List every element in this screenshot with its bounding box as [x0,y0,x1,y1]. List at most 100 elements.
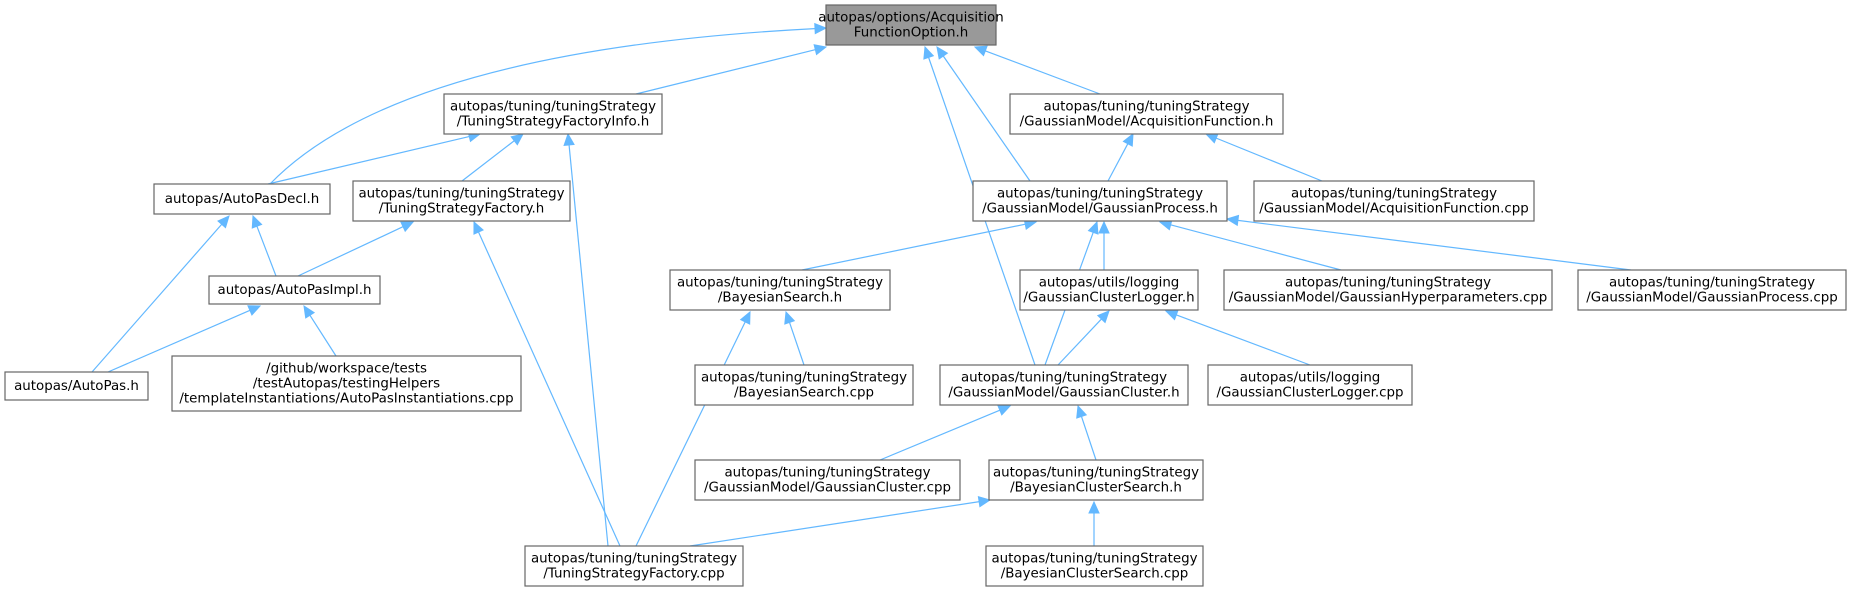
node-box [988,459,1204,501]
arrowhead [1076,404,1088,419]
node-label-line: autopas/tuning/tuningStrategy [1043,100,1249,115]
arrowhead [936,46,949,60]
edge-line [477,229,621,547]
arrowhead [739,310,751,325]
edge-line [635,48,818,95]
arrowhead [813,44,828,56]
node-label-line: /GaussianModel/GaussianProcess.cpp [1586,291,1838,306]
node-box [1253,180,1535,222]
edge-acq_fn_cpp-to-acq_fn_h [1204,132,1323,182]
node-ghp-cpp[interactable]: autopas/tuning/tuningStrategy/GaussianMo… [1223,269,1553,311]
node-label-line: autopas/AutoPasDecl.h [165,192,319,207]
edge-line [788,320,805,366]
node-bs-cpp[interactable]: autopas/tuning/tuningStrategy/BayesianSe… [694,364,914,406]
node-label-line: /GaussianClusterLogger.h [1023,291,1194,306]
node-label-line: autopas/tuning/tuningStrategy [993,466,1199,481]
arrowhead [923,45,935,60]
edge-ghp_cpp-to-gp_h [1158,219,1342,271]
node-label-line: autopas/AutoPasImpl.h [217,283,371,298]
edge-line [461,139,517,182]
arrowhead [1225,214,1240,227]
edge-gc_h-to-gcl_h [1057,310,1110,366]
node-gcl-cpp[interactable]: autopas/utils/logging/GaussianClusterLog… [1207,364,1413,406]
arrowhead [400,221,415,233]
arrowhead [563,132,575,147]
node-gc-h[interactable]: autopas/tuning/tuningStrategy/GaussianMo… [939,364,1189,406]
node-label-line: autopas/tuning/tuningStrategy [531,552,737,567]
node-label-line: autopas/tuning/tuningStrategy [1285,276,1491,291]
node-box [443,93,663,135]
edge-tsf_cpp-to-bcs_h [689,496,992,547]
edge-bs_h-to-gp_h [801,218,1038,271]
edge-acq_fn_h-to-acq_opt [973,45,1101,95]
edge-line [983,49,1101,95]
node-box [972,180,1228,222]
edge-tsf_cpp-to-bs_h [635,310,751,547]
edge-line [255,224,277,277]
node-box [1577,269,1847,311]
node-autopas-decl[interactable]: autopas/AutoPasDecl.h [153,183,331,215]
edge-bcs_h-to-gc_h [1076,404,1097,461]
edge-inst_cpp-to-autopas_impl [303,304,337,357]
arrowhead [1096,310,1110,324]
node-label-line: /GaussianModel/AcquisitionFunction.cpp [1259,202,1529,217]
node-autopas-h[interactable]: autopas/AutoPas.h [4,371,149,401]
edge-gp_cpp-to-gp_h [1225,214,1632,271]
node-acq-fn-h[interactable]: autopas/tuning/tuningStrategy/GaussianMo… [1009,93,1284,135]
node-label-line: autopas/tuning/tuningStrategy [701,371,907,386]
node-box [352,180,571,222]
node-label-line: /GaussianClusterLogger.cpp [1216,386,1403,401]
edge-line [568,142,609,547]
edge-bs_cpp-to-bs_h [784,310,805,366]
edge-bcs_cpp-to-bcs_h [1088,500,1100,546]
arrowhead [1122,132,1134,147]
node-label-line: autopas/tuning/tuningStrategy [677,276,883,291]
edge-line [1214,136,1323,182]
node-gc-cpp[interactable]: autopas/tuning/tuningStrategy/GaussianMo… [694,459,961,501]
arrowhead [247,305,262,316]
node-label-line: /GaussianModel/AcquisitionFunction.h [1020,115,1274,130]
node-bcs-cpp[interactable]: autopas/tuning/tuningStrategy/BayesianCl… [985,545,1204,587]
node-tsf-cpp[interactable]: autopas/tuning/tuningStrategy/TuningStra… [524,545,744,587]
node-inst-cpp[interactable]: /github/workspace/tests/testAutopas/test… [171,355,522,412]
node-label-line: autopas/tuning/tuningStrategy [991,552,1197,567]
node-box [694,364,914,406]
node-box [694,459,961,501]
node-label-line: FunctionOption.h [854,26,968,41]
node-label-line: /BayesianSearch.h [718,291,842,306]
edge-line [635,319,747,547]
node-label-line: /GaussianModel/GaussianHyperparameters.c… [1229,291,1548,306]
edge-gcl_cpp-to-gcl_h [1164,309,1311,366]
node-box [524,545,744,587]
arrowhead [473,220,484,235]
node-gp-h[interactable]: autopas/tuning/tuningStrategy/GaussianMo… [972,180,1228,222]
node-label-line: autopas/options/Acquisition [818,11,1004,26]
edge-line [1174,313,1311,366]
node-tsf-info[interactable]: autopas/tuning/tuningStrategy/TuningStra… [443,93,663,135]
node-autopas-impl[interactable]: autopas/AutoPasImpl.h [208,275,381,305]
edge-line [107,309,252,373]
node-bs-h[interactable]: autopas/tuning/tuningStrategy/BayesianSe… [669,269,891,311]
arrowhead [973,45,988,57]
node-gp-cpp[interactable]: autopas/tuning/tuningStrategy/GaussianMo… [1577,269,1847,311]
node-acq-fn-cpp[interactable]: autopas/tuning/tuningStrategy/GaussianMo… [1253,180,1535,222]
node-box [171,355,522,412]
node-label-line: /GaussianModel/GaussianCluster.cpp [704,481,951,496]
node-bcs-h[interactable]: autopas/tuning/tuningStrategy/BayesianCl… [988,459,1204,501]
edge-line [1080,414,1097,461]
edge-line [801,223,1028,271]
node-label-line: autopas/tuning/tuningStrategy [961,371,1167,386]
edge-tsf_info-to-acq_opt [635,44,828,95]
node-tsf-h[interactable]: autopas/tuning/tuningStrategy/TuningStra… [352,180,571,222]
arrowhead [251,214,263,229]
edge-line [879,408,1002,461]
node-gcl-h[interactable]: autopas/utils/logging/GaussianClusterLog… [1019,269,1199,311]
edge-line [1107,141,1130,182]
edge-gc_cpp-to-gc_h [879,405,1012,461]
edge-tsf_cpp-to-tsf_info [563,132,609,547]
edges-layer [91,22,1632,547]
node-label-line: autopas/tuning/tuningStrategy [358,187,564,202]
node-acq-opt[interactable]: autopas/options/AcquisitionFunctionOptio… [818,4,1004,46]
arrowhead [1087,220,1099,235]
